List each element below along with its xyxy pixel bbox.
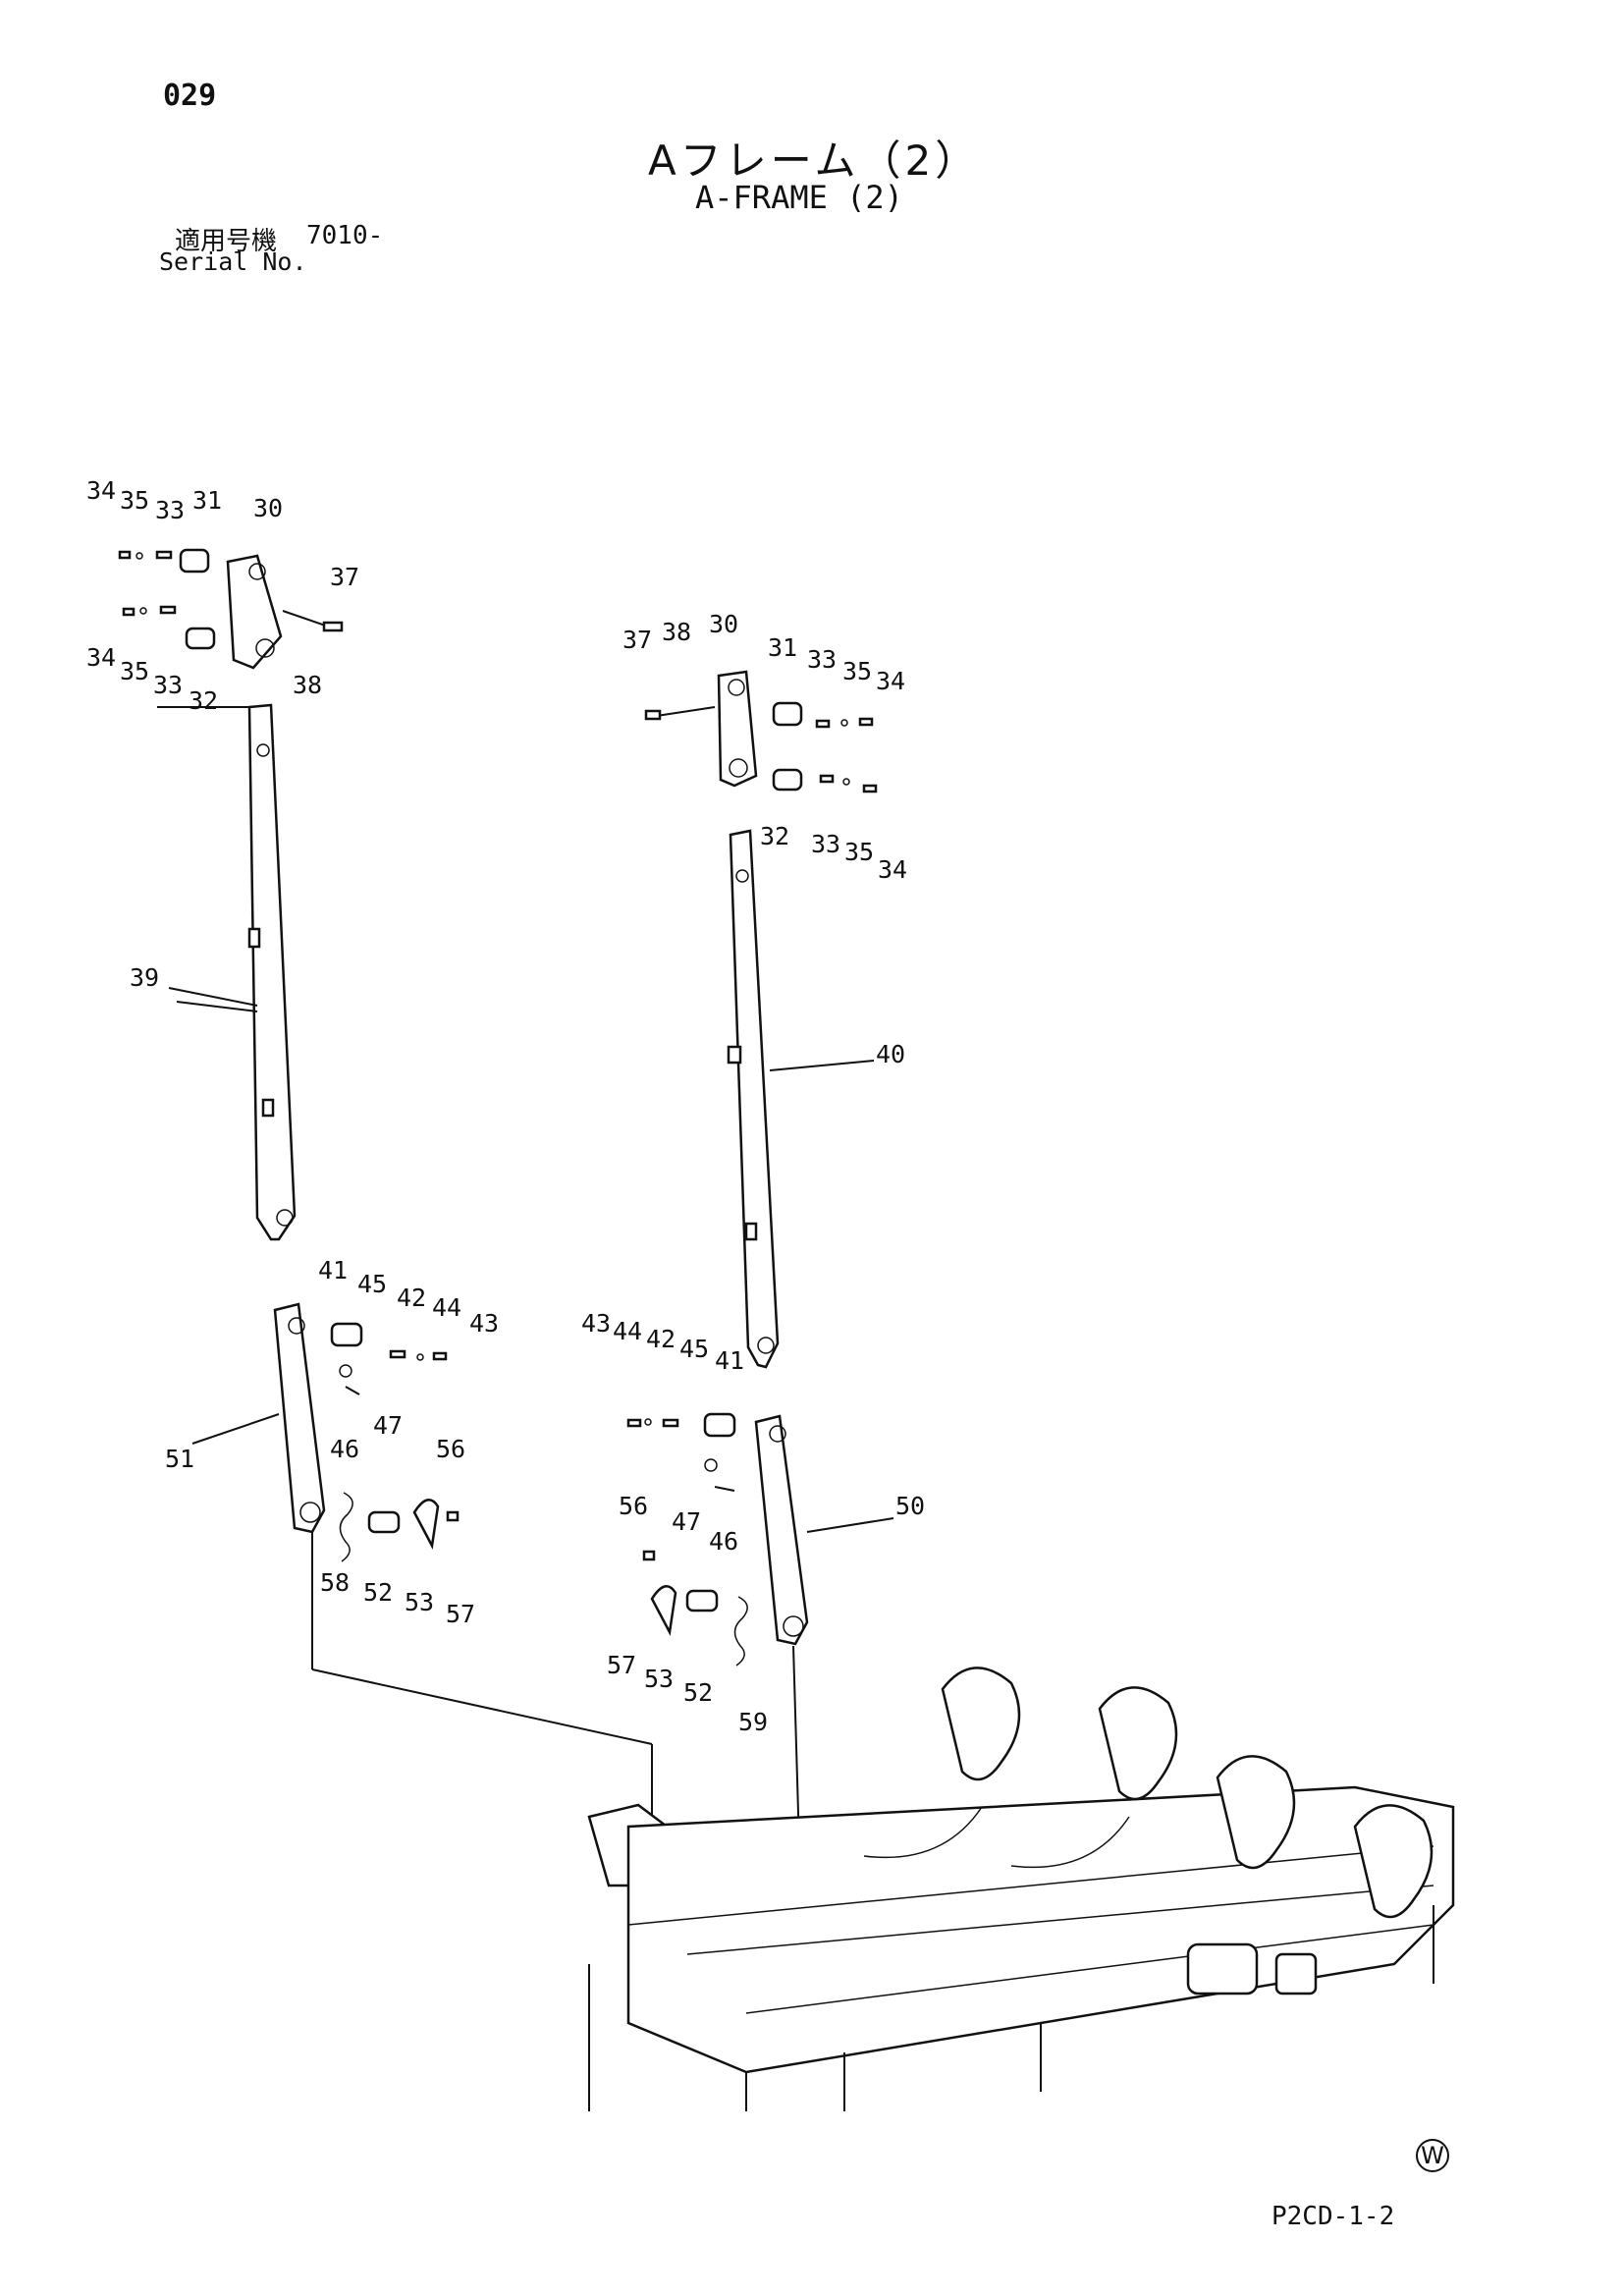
callout-35: 35	[844, 838, 874, 866]
callout-32: 32	[760, 822, 789, 850]
callout-37: 37	[330, 563, 359, 591]
callout-45: 45	[679, 1335, 709, 1363]
callout-42: 42	[646, 1325, 676, 1353]
callout-59: 59	[738, 1708, 768, 1736]
callout-41: 41	[318, 1256, 348, 1285]
callout-51: 51	[165, 1445, 194, 1473]
link-30-left	[179, 548, 344, 670]
callout-33: 33	[811, 830, 840, 858]
callout-33: 33	[155, 496, 185, 524]
small-hardware	[118, 550, 878, 1561]
callout-57: 57	[607, 1651, 636, 1679]
callout-44: 44	[613, 1317, 642, 1345]
serial-number-value: 7010-	[306, 221, 384, 250]
callout-47: 47	[672, 1507, 701, 1536]
callout-34: 34	[86, 476, 116, 505]
callout-53: 53	[644, 1665, 674, 1693]
callout-38: 38	[293, 671, 322, 699]
rod-40	[727, 829, 780, 1369]
main-frame	[311, 1532, 1455, 2111]
callout-37: 37	[622, 626, 652, 654]
callout-35: 35	[120, 486, 149, 515]
callout-44: 44	[432, 1293, 461, 1322]
callout-50: 50	[895, 1492, 925, 1520]
link-50	[650, 1412, 809, 1667]
page-title-english: A-FRAME (2)	[695, 179, 903, 216]
callout-39: 39	[130, 963, 159, 992]
callout-35: 35	[842, 657, 872, 685]
page-number: 029	[163, 79, 217, 113]
callout-33: 33	[153, 671, 183, 699]
callout-41: 41	[715, 1346, 744, 1375]
callout-42: 42	[397, 1284, 426, 1312]
callout-47: 47	[373, 1411, 403, 1440]
callout-33: 33	[807, 645, 837, 674]
callout-43: 43	[581, 1309, 611, 1338]
callout-45: 45	[357, 1270, 387, 1298]
link-30-right	[644, 670, 803, 792]
callout-31: 31	[768, 633, 797, 662]
serial-label-japanese: 適用号機	[175, 227, 278, 256]
link-51	[273, 1302, 440, 1562]
page-title-japanese: Aフレーム（2）	[648, 137, 981, 185]
callout-34: 34	[86, 643, 116, 672]
callout-32: 32	[189, 686, 218, 715]
callout-34: 34	[876, 667, 905, 695]
callout-30: 30	[709, 610, 738, 638]
callout-38: 38	[662, 618, 691, 646]
callout-46: 46	[709, 1527, 738, 1556]
callout-56: 56	[436, 1435, 465, 1463]
callout-52: 52	[683, 1678, 713, 1707]
callout-30: 30	[253, 494, 283, 522]
callout-52: 52	[363, 1578, 393, 1607]
serial-label-english: Serial No.	[159, 247, 307, 276]
w-mark-icon: W	[1416, 2139, 1449, 2172]
callout-53: 53	[405, 1588, 434, 1616]
callout-57: 57	[446, 1600, 475, 1628]
callout-43: 43	[469, 1309, 499, 1338]
callout-46: 46	[330, 1435, 359, 1463]
rod-39	[247, 703, 297, 1241]
callout-34: 34	[878, 855, 907, 884]
callout-40: 40	[876, 1040, 905, 1068]
callout-31: 31	[192, 486, 222, 515]
leader-lines	[157, 706, 894, 1533]
callout-35: 35	[120, 657, 149, 685]
callout-58: 58	[320, 1568, 350, 1597]
callout-labels: 34 35 33 31 30 37 34 35 33 32 38 37 38 3…	[86, 476, 925, 1736]
drawing-code: P2CD-1-2	[1271, 2202, 1395, 2231]
callout-56: 56	[619, 1492, 648, 1520]
